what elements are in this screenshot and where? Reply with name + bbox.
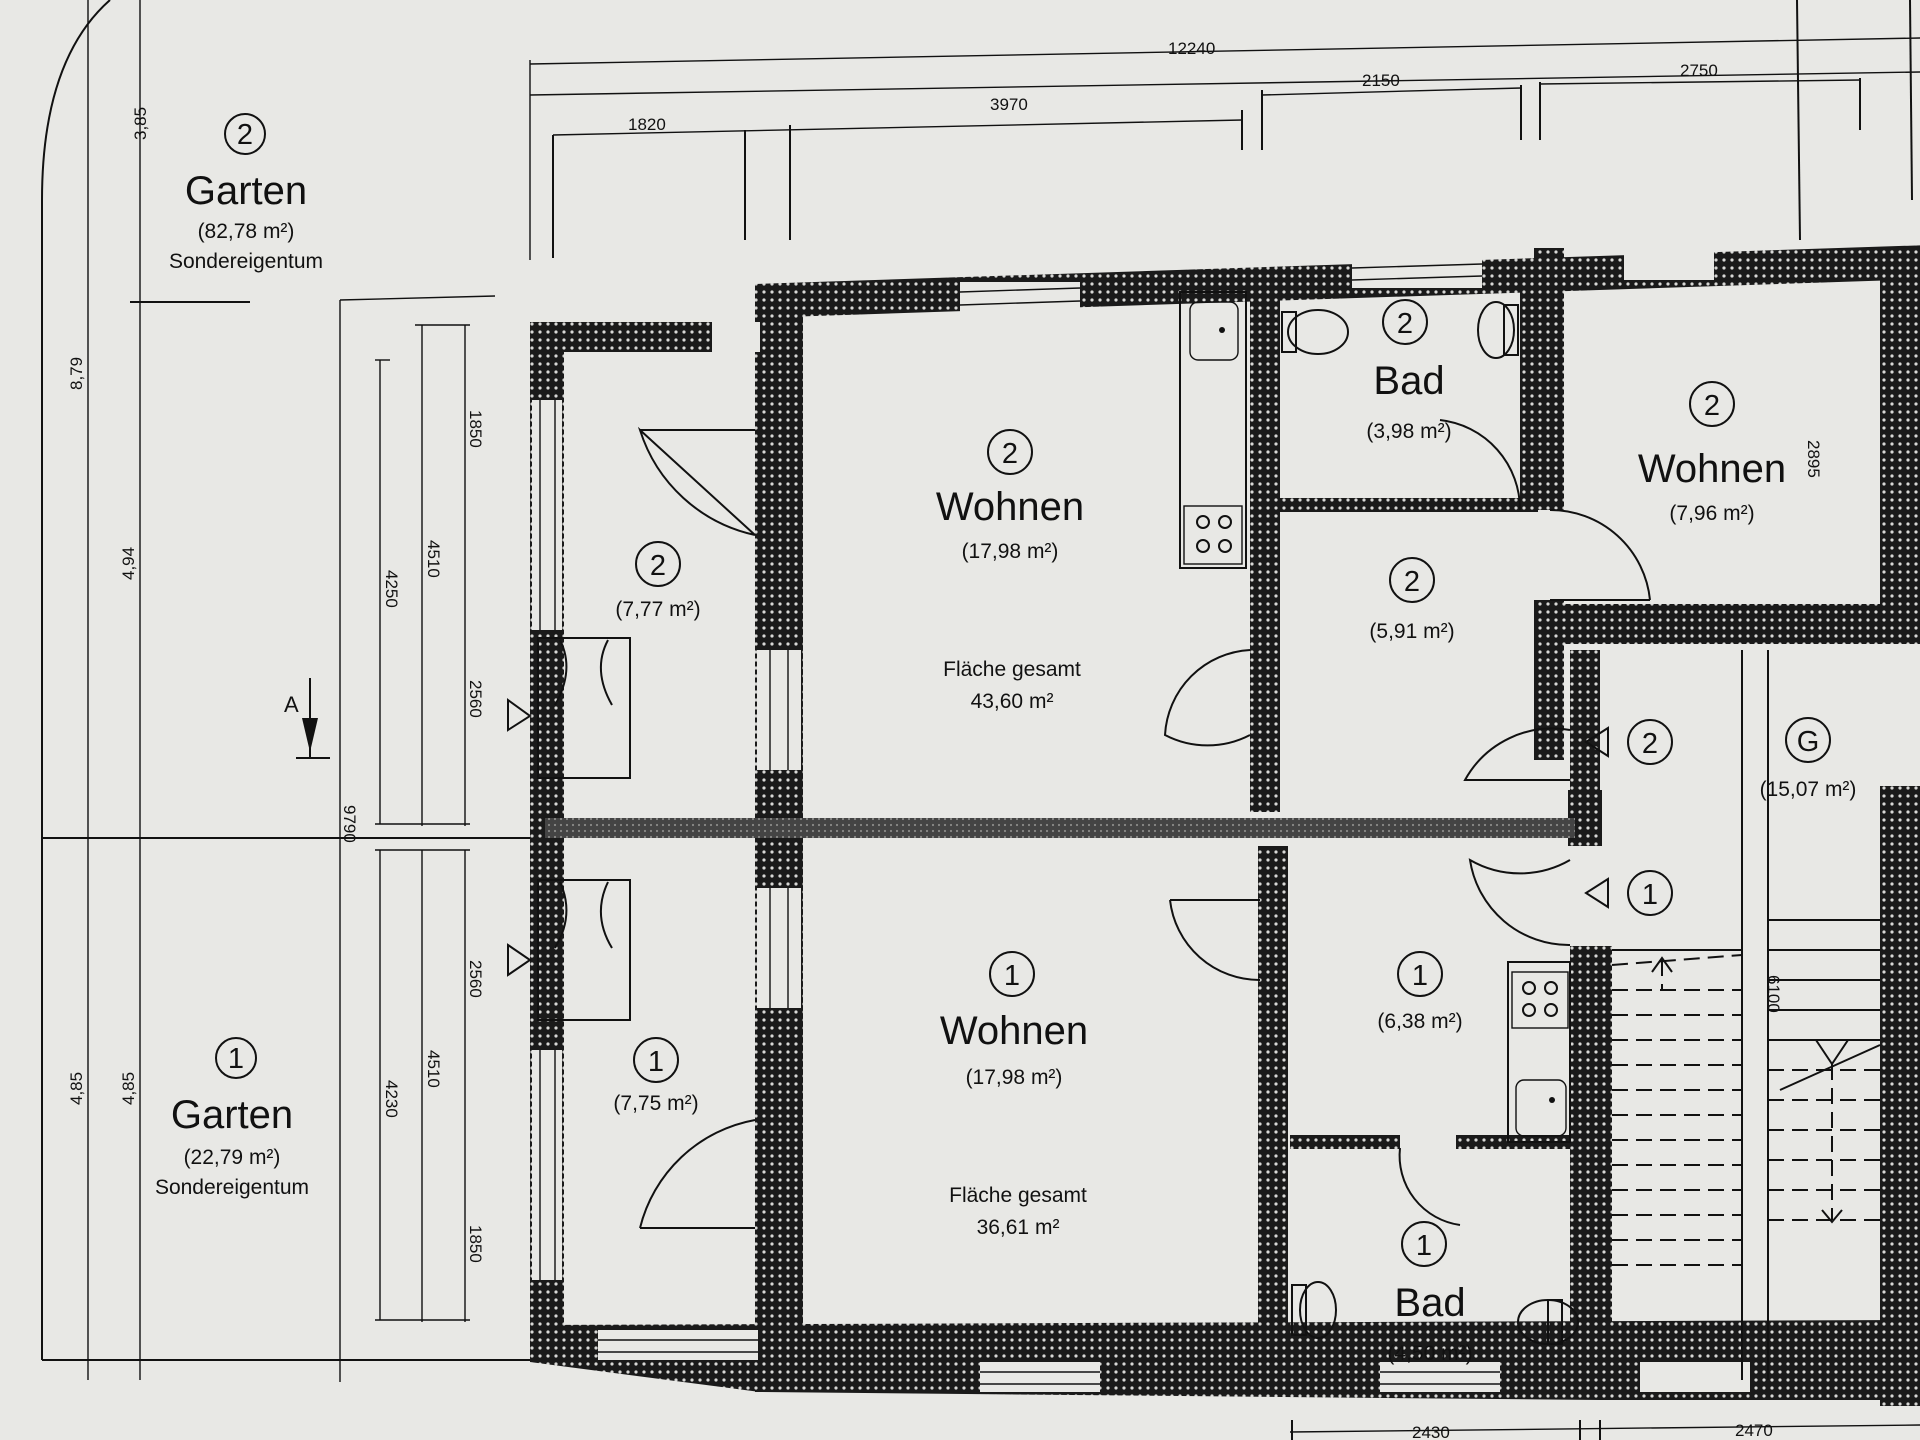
unit1-kitchen-number: 1	[1412, 960, 1428, 992]
dim-2560-bottom: 2560	[466, 960, 485, 998]
unit1-bad-number: 1	[1416, 1230, 1432, 1262]
dim-left-879: 8,79	[67, 357, 86, 390]
unit1-bad: 1 Bad (4,50 m²)	[1387, 1221, 1473, 1365]
dim-4510-bottom: 4510	[424, 1050, 443, 1088]
unit2-corridor-number: 2	[650, 550, 666, 582]
unit2-wohnen-small-area: (7,96 m²)	[1669, 502, 1754, 525]
garden-1-note: Sondereigentum	[155, 1176, 309, 1199]
unit2-hall: 2 (5,91 m²)	[1369, 557, 1455, 643]
garden-1-name: Garten	[171, 1093, 293, 1137]
unit2-wohnen-small-name: Wohnen	[1638, 447, 1786, 491]
toilet-icon	[1281, 309, 1349, 355]
garden-1-number: 1	[228, 1043, 244, 1075]
dim-left-485b: 4,85	[119, 1072, 138, 1105]
garden-1: 1 Garten (22,79 m²) Sondereigentum	[155, 1037, 309, 1199]
unit2-wohnen-big-name: Wohnen	[936, 485, 1084, 529]
dim-bottom-2430: 2430	[1412, 1423, 1450, 1440]
unit2-hall-area: (5,91 m²)	[1369, 620, 1454, 643]
dim-left-385: 3,85	[131, 107, 150, 140]
unit2-bad-name: Bad	[1373, 359, 1444, 403]
unit2-corridor-area: (7,77 m²)	[615, 598, 700, 621]
staircase	[1611, 650, 1881, 1380]
unit2-bad-number: 2	[1397, 308, 1413, 340]
common-area: G (15,07 m²)	[1760, 717, 1857, 801]
unit1-entry-number: 1	[1642, 879, 1658, 911]
dim-4510-top: 4510	[424, 540, 443, 578]
dim-4230: 4230	[382, 1080, 401, 1118]
unit1-corridor-area: (7,75 m²)	[613, 1092, 698, 1115]
unit1-total-label: Fläche gesamt	[949, 1184, 1087, 1207]
unit1-corridor-number: 1	[648, 1046, 664, 1078]
unit2-wohnen-big-area: (17,98 m²)	[962, 540, 1059, 563]
dim-4250: 4250	[382, 570, 401, 608]
dim-left-494: 4,94	[119, 547, 138, 580]
unit2-corridor: 2 (7,77 m²)	[615, 541, 701, 621]
dim-1850-bottom: 1850	[466, 1225, 485, 1263]
unit2-hall-number: 2	[1404, 566, 1420, 598]
toilet-icon	[1517, 1299, 1579, 1345]
unit2-wohnen-big-number: 2	[1002, 438, 1018, 470]
unit1-bad-name: Bad	[1394, 1281, 1465, 1325]
garden-2-note: Sondereigentum	[169, 250, 323, 273]
toilet-icon	[1291, 1281, 1337, 1339]
unit1-wohnen-area: (17,98 m²)	[966, 1066, 1063, 1089]
fixtures	[1179, 291, 1579, 1345]
dim-top-2: 3970	[990, 95, 1028, 114]
garden-2: 2 Garten (82,78 m²) Sondereigentum	[169, 113, 323, 273]
garden-2-number: 2	[237, 119, 253, 151]
unit1-entry: 1	[1627, 870, 1673, 916]
dim-9790: 9790	[340, 805, 359, 843]
dimension-lines	[41, 0, 1920, 1440]
stove-icon	[1511, 971, 1569, 1029]
garden-2-area: (82,78 m²)	[198, 220, 295, 243]
dim-top-4: 2750	[1680, 61, 1718, 80]
dim-top-1: 1820	[628, 115, 666, 134]
unit1-total-value: 36,61 m²	[977, 1216, 1060, 1239]
unit2-bad-area: (3,98 m²)	[1366, 420, 1451, 443]
unit2-total-label: Fläche gesamt	[943, 658, 1081, 681]
garden-1-area: (22,79 m²)	[184, 1146, 281, 1169]
unit1-bad-area: (4,50 m²)	[1387, 1342, 1472, 1365]
dim-top-3: 2150	[1362, 71, 1400, 90]
kitchen-counter-1	[1507, 961, 1571, 1143]
sink-icon	[1189, 301, 1239, 361]
section-marker: A	[284, 678, 330, 759]
unit1-kitchen: 1 (6,38 m²)	[1377, 951, 1463, 1033]
common-area-number: G	[1797, 726, 1820, 758]
unit2-wohnen-small: 2 Wohnen (7,96 m²)	[1638, 381, 1786, 525]
toilet-icon	[1477, 301, 1519, 359]
dimension-labels: 12240 1820 3970 2150 2750 3,85 8,79 4,94…	[67, 39, 1823, 1440]
dim-left-485a: 4,85	[67, 1072, 86, 1105]
dim-1850-top: 1850	[466, 410, 485, 448]
dim-top-total: 12240	[1168, 39, 1215, 58]
doors	[507, 419, 1651, 1229]
unit2-entry: 2	[1627, 719, 1673, 765]
kitchen-counter-2	[1179, 291, 1247, 569]
sink-icon	[1515, 1079, 1567, 1137]
dim-2895: 2895	[1804, 440, 1823, 478]
unit2-entry-number: 2	[1642, 728, 1658, 760]
walls	[530, 245, 1920, 1406]
dim-bottom-2470: 2470	[1735, 1421, 1773, 1440]
section-marker-label: A	[284, 692, 299, 717]
unit1-wohnen-name: Wohnen	[940, 1009, 1088, 1053]
unit1-corridor: 1 (7,75 m²)	[613, 1037, 699, 1115]
unit1-wohnen-number: 1	[1004, 960, 1020, 992]
stove-icon	[1183, 505, 1243, 565]
unit1-wohnen: 1 Wohnen (17,98 m²) Fläche gesamt 36,61 …	[940, 951, 1088, 1239]
dim-2560-top: 2560	[466, 680, 485, 718]
common-area-area: (15,07 m²)	[1760, 778, 1857, 801]
unit2-wohnen-small-number: 2	[1704, 390, 1720, 422]
unit2-bad: 2 Bad (3,98 m²)	[1366, 299, 1452, 443]
unit2-wohnen-big: 2 Wohnen (17,98 m²) Fläche gesamt 43,60 …	[936, 429, 1084, 713]
unit2-total-value: 43,60 m²	[971, 690, 1054, 713]
garden-2-name: Garten	[185, 169, 307, 213]
unit1-kitchen-area: (6,38 m²)	[1377, 1010, 1462, 1033]
